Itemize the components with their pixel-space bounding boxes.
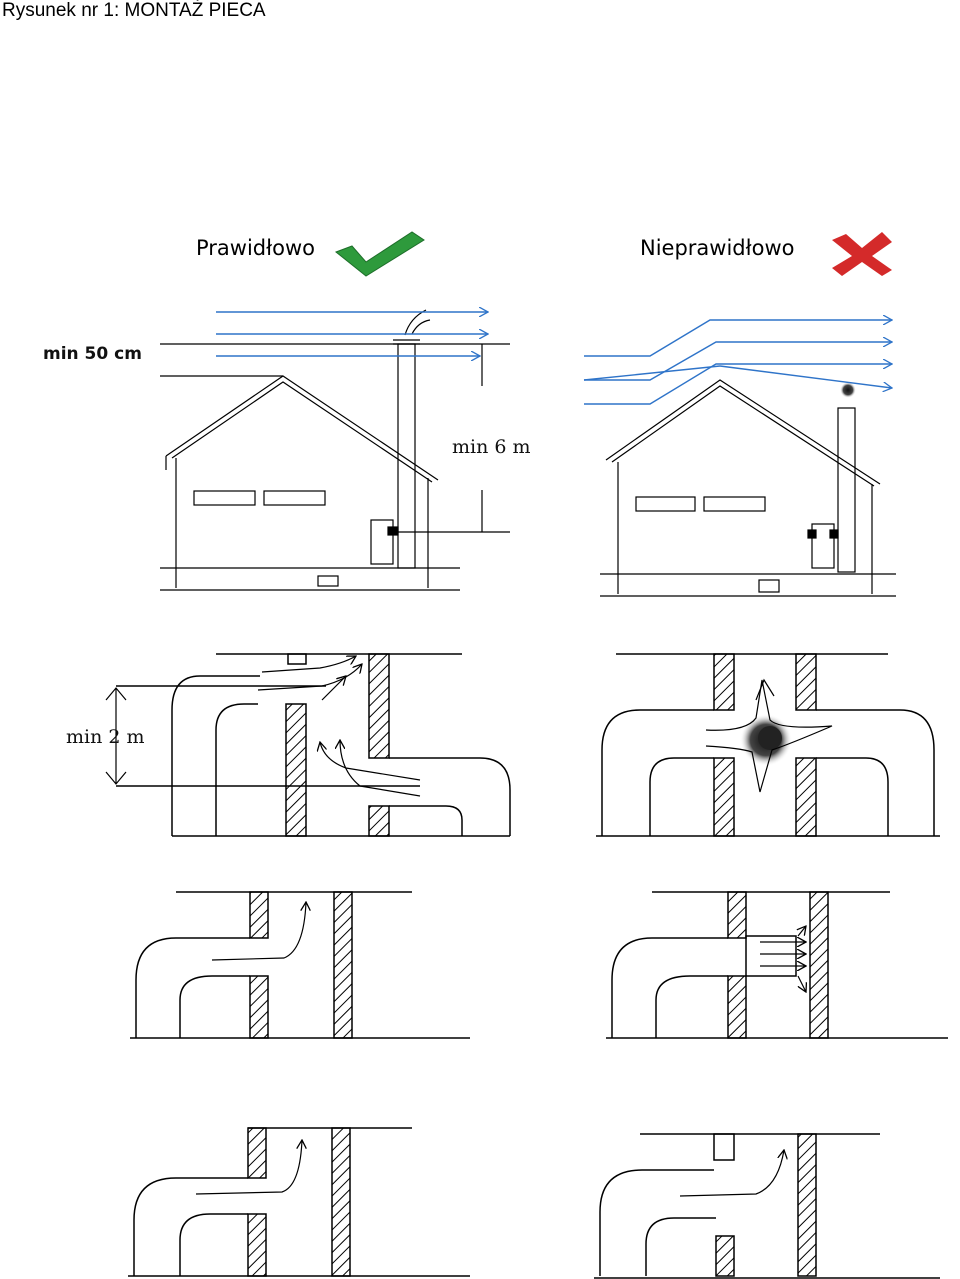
dimension-arrow-2m xyxy=(105,687,127,785)
duct-incorrect-2 xyxy=(606,891,948,1039)
smoke-puff xyxy=(840,382,856,398)
label-min-2m: min 2 m xyxy=(66,726,145,748)
duct-correct-2 xyxy=(130,891,470,1039)
flow-arrow-incorrect-3 xyxy=(679,1150,784,1197)
duct-incorrect-3 xyxy=(594,1133,940,1279)
figure-caption: Rysunek nr 1: MONTAŻ PIECA xyxy=(2,0,266,21)
label-min-50cm: min 50 cm xyxy=(43,344,142,364)
label-min-6m: min 6 m xyxy=(452,436,531,458)
duct-incorrect-opposed xyxy=(596,653,940,837)
heading-incorrect: Nieprawidłowo xyxy=(640,236,795,260)
smoke-collision xyxy=(705,678,833,793)
wind-arrows-correct xyxy=(216,312,488,356)
duct-correct-offset xyxy=(116,653,511,837)
flow-arrows-incorrect-2 xyxy=(760,926,806,992)
checkmark-icon xyxy=(335,231,425,277)
cross-icon xyxy=(832,232,892,276)
flow-arrow-correct-2 xyxy=(211,902,306,961)
dimension-lines-correct xyxy=(160,343,510,533)
heading-correct: Prawidłowo xyxy=(196,236,315,260)
flow-arrows-correct-offset xyxy=(257,656,421,797)
duct-correct-3 xyxy=(128,1127,470,1277)
wind-arrows-incorrect xyxy=(583,320,892,405)
flow-arrow-correct-3 xyxy=(195,1140,302,1195)
house-correct xyxy=(160,309,460,591)
house-incorrect xyxy=(600,379,896,597)
